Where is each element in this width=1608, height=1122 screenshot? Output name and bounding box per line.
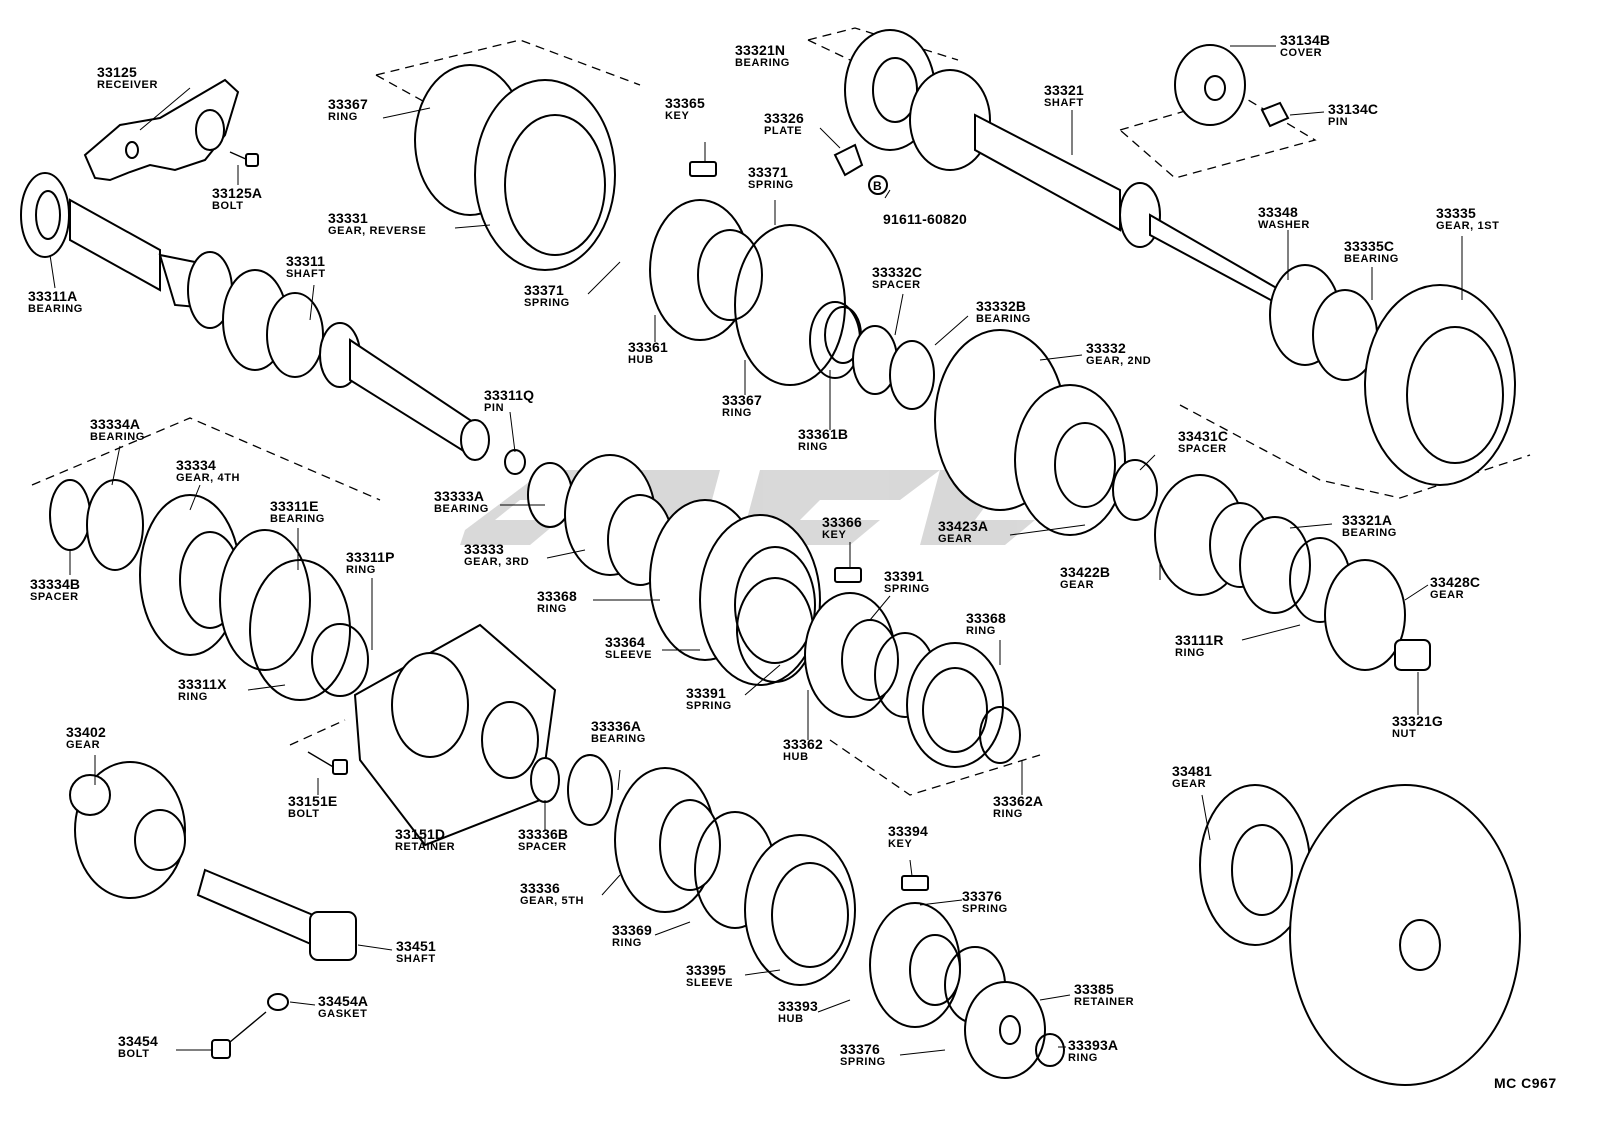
second-gear-group bbox=[824, 306, 1158, 536]
callout-33311e: 33311E BEARING bbox=[270, 498, 325, 525]
callout-33368-left: 33368 RING bbox=[537, 588, 577, 615]
callout-33336: 33336 GEAR, 5TH bbox=[520, 880, 585, 907]
callout-33369: 33369 RING bbox=[612, 922, 652, 949]
third-gear-group bbox=[527, 454, 821, 686]
leader-lines bbox=[49, 45, 1463, 1056]
reverse-idler-gear bbox=[69, 761, 186, 899]
callout-33151e: 33151E BOLT bbox=[288, 793, 338, 820]
callout-33481: 33481 GEAR bbox=[1172, 763, 1212, 790]
callout-33332: 33332 GEAR, 2ND bbox=[1086, 340, 1152, 367]
callout-33326: 33326 PLATE bbox=[764, 110, 804, 137]
callout-33422b: 33422B GEAR bbox=[1060, 564, 1111, 591]
group-outlines bbox=[31, 27, 1531, 796]
output-gear-33481 bbox=[1199, 784, 1521, 1086]
callout-33362: 33362 HUB bbox=[783, 736, 823, 763]
callout-33393: 33393 HUB bbox=[778, 998, 818, 1025]
callout-33336a: 33336A BEARING bbox=[591, 718, 646, 745]
callout-33376-top: 33376 SPRING bbox=[962, 888, 1008, 915]
callout-33321g: 33321G NUT bbox=[1392, 713, 1444, 740]
callout-33395: 33395 SLEEVE bbox=[686, 962, 734, 989]
fifth-hub-group bbox=[869, 875, 1065, 1079]
callout-33333: 33333 GEAR, 3RD bbox=[464, 541, 530, 568]
reverse-gear-group bbox=[414, 64, 717, 271]
callout-33333a: 33333A BEARING bbox=[434, 488, 489, 515]
callout-33391-low: 33391 SPRING bbox=[686, 685, 732, 712]
callout-33321: 33321 SHAFT bbox=[1044, 82, 1084, 109]
callout-33151d: 33151D RETAINER bbox=[395, 826, 456, 853]
retainer-plate bbox=[353, 623, 557, 847]
callout-33366: 33366 KEY bbox=[822, 514, 862, 541]
callout-33454: 33454 BOLT bbox=[118, 1033, 158, 1060]
callout-33335c: 33335C BEARING bbox=[1344, 238, 1399, 265]
callout-33376-low: 33376 SPRING bbox=[840, 1041, 886, 1068]
callout-33332b: 33332B BEARING bbox=[976, 298, 1031, 325]
callout-33334a: 33334A BEARING bbox=[90, 416, 145, 443]
counter-gear-cluster bbox=[1154, 474, 1431, 671]
callout-33367-mid: 33367 RING bbox=[722, 392, 762, 419]
callout-33125a: 33125A BOLT bbox=[212, 185, 263, 212]
callout-33393a: 33393A RING bbox=[1068, 1037, 1119, 1064]
callout-33367-top: 33367 RING bbox=[328, 96, 368, 123]
receiver-part bbox=[83, 78, 240, 182]
bolt-33125a bbox=[229, 151, 259, 167]
callout-33371-top: 33371 SPRING bbox=[748, 164, 794, 191]
callout-33335: 33335 GEAR, 1ST bbox=[1436, 205, 1500, 232]
fourth-gear-group bbox=[49, 479, 369, 701]
bolt-33151e bbox=[307, 751, 348, 775]
input-shaft bbox=[20, 172, 526, 475]
plate-33326: B bbox=[833, 143, 888, 195]
bolt-33454 bbox=[211, 993, 289, 1059]
third-fourth-hub bbox=[804, 567, 1021, 768]
callout-33321a: 33321A BEARING bbox=[1342, 512, 1397, 539]
callout-33334: 33334 GEAR, 4TH bbox=[176, 457, 241, 484]
callout-33125: 33125 RECEIVER bbox=[97, 64, 159, 91]
drawing-code: MC C967 bbox=[1494, 1075, 1557, 1091]
first-second-hub bbox=[649, 199, 861, 386]
callout-33451: 33451 SHAFT bbox=[396, 938, 436, 965]
first-gear-group bbox=[1269, 264, 1516, 486]
cover-and-pin bbox=[1174, 44, 1290, 128]
callout-33331: 33331 GEAR, REVERSE bbox=[328, 210, 427, 237]
callout-33423a: 33423A GEAR bbox=[938, 518, 989, 545]
callout-33311x: 33311X RING bbox=[178, 676, 227, 703]
callout-33111r: 33111R RING bbox=[1175, 632, 1224, 659]
callout-33454a: 33454A GASKET bbox=[318, 993, 369, 1020]
callout-33431c: 33431C SPACER bbox=[1178, 428, 1229, 455]
callout-33361: 33361 HUB bbox=[628, 339, 668, 366]
idler-shaft bbox=[196, 868, 357, 961]
callout-33362a: 33362A RING bbox=[993, 793, 1044, 820]
callout-33371-mid: 33371 SPRING bbox=[524, 282, 570, 309]
callout-33364: 33364 SLEEVE bbox=[605, 634, 653, 661]
callout-91611: 91611-60820 bbox=[883, 211, 967, 227]
callout-33311a: 33311A BEARING bbox=[28, 288, 83, 315]
callout-33334b: 33334B SPACER bbox=[30, 576, 81, 603]
callout-33321n: 33321N BEARING bbox=[735, 42, 790, 69]
callout-33134c: 33134C PIN bbox=[1328, 101, 1379, 128]
callout-33394: 33394 KEY bbox=[888, 823, 928, 850]
callout-33332c: 33332C SPACER bbox=[872, 264, 923, 291]
callout-33402: 33402 GEAR bbox=[66, 724, 106, 751]
svg-text:B: B bbox=[873, 179, 882, 193]
callout-33134b: 33134B COVER bbox=[1280, 32, 1331, 59]
callout-33365: 33365 KEY bbox=[665, 95, 705, 122]
callout-33311p: 33311P RING bbox=[346, 549, 395, 576]
callout-33361b: 33361B RING bbox=[798, 426, 849, 453]
callout-33348: 33348 WASHER bbox=[1258, 204, 1310, 231]
callout-33368-right: 33368 RING bbox=[966, 610, 1006, 637]
counter-shaft bbox=[844, 29, 1281, 307]
callout-33311: 33311 SHAFT bbox=[286, 253, 326, 280]
callout-33428c: 33428C GEAR bbox=[1430, 574, 1481, 601]
callout-33391-top: 33391 SPRING bbox=[884, 568, 930, 595]
fifth-gear-group bbox=[530, 754, 856, 986]
callout-33385: 33385 RETAINER bbox=[1074, 981, 1135, 1008]
callout-33311q: 33311Q PIN bbox=[484, 387, 535, 414]
callout-33336b: 33336B SPACER bbox=[518, 826, 569, 853]
